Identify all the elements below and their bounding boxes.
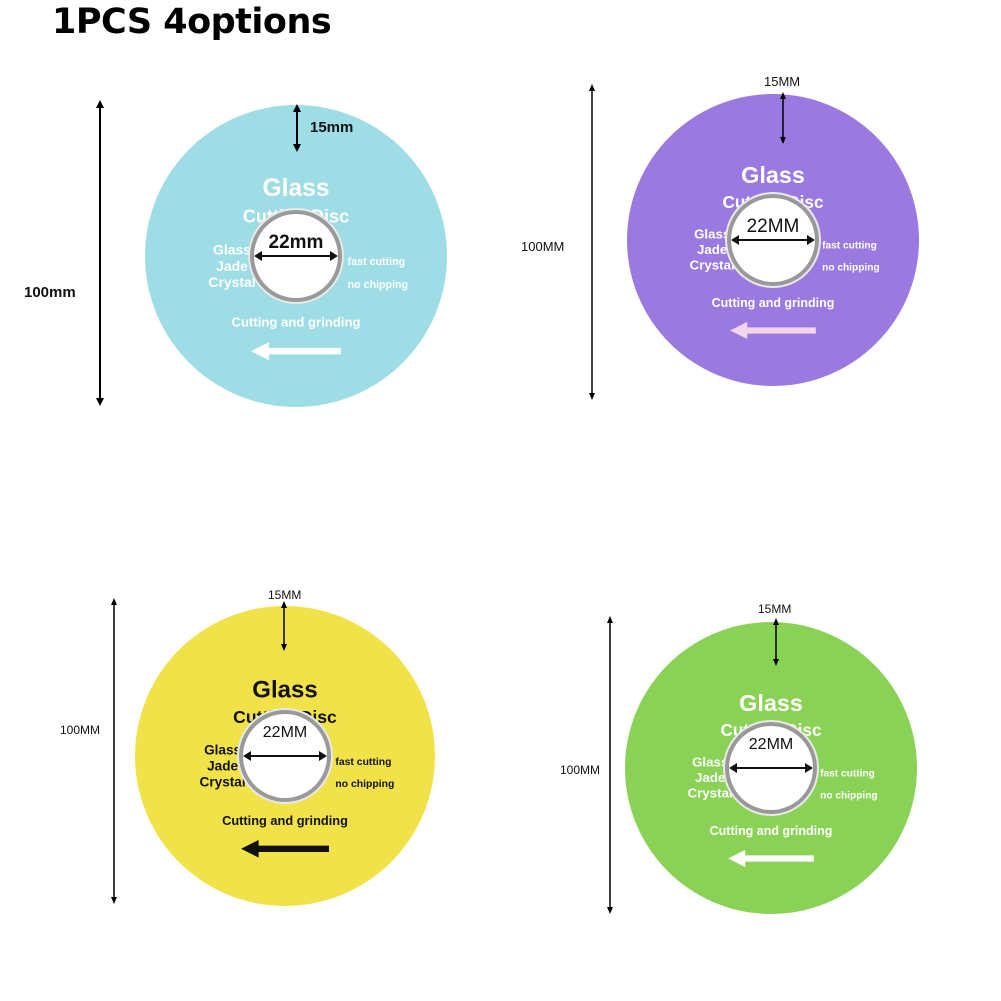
center-bore: 22MM bbox=[725, 722, 817, 814]
bore-size-label: 22MM bbox=[748, 736, 794, 753]
glass-heading: Glass bbox=[739, 690, 803, 717]
diameter-dimension-arrow-icon bbox=[96, 100, 104, 406]
cutting-grinding-text: Cutting and grinding bbox=[709, 824, 833, 839]
width-dimension-arrow-icon bbox=[773, 618, 779, 666]
bore-dimension-arrow-icon bbox=[243, 751, 327, 761]
material-crystal: Crystal bbox=[687, 785, 733, 801]
direction-arrow-icon bbox=[728, 849, 814, 868]
width-dimension-arrow-icon bbox=[780, 92, 786, 144]
bore-dimension-arrow-icon bbox=[731, 235, 815, 245]
width-dimension-arrow-icon bbox=[293, 104, 301, 152]
material-crystal: Crystal bbox=[199, 774, 246, 790]
glass-heading: Glass bbox=[252, 676, 318, 704]
glass-heading: Glass bbox=[262, 174, 330, 202]
feature-no-chipping: no chipping bbox=[335, 777, 395, 790]
materials-list: Glass Jade Crystal bbox=[195, 242, 269, 291]
center-bore: 22mm bbox=[250, 210, 342, 302]
cutting-grinding-text: Cutting and grinding bbox=[222, 814, 348, 828]
diameter-dimension-arrow-icon bbox=[111, 598, 117, 904]
cutting-disc-image[interactable]: Glass Cutting Disc Glass Jade Crystal fa… bbox=[625, 622, 917, 914]
diameter-label: 100MM bbox=[521, 239, 565, 254]
bore-size-label: 22mm bbox=[268, 232, 324, 253]
bore-size-label: 22MM bbox=[262, 724, 308, 741]
materials-list: Glass Jade Crystal bbox=[677, 227, 747, 274]
direction-arrow-icon bbox=[730, 321, 816, 340]
diameter-label: 100MM bbox=[60, 723, 101, 737]
material-jade: Jade bbox=[697, 242, 728, 258]
width-dimension-arrow-icon bbox=[281, 601, 287, 651]
disc-label: Glass Cutting Disc Glass Jade Crystal fa… bbox=[144, 104, 447, 407]
material-jade: Jade bbox=[216, 258, 248, 275]
features-list: fast cutting no chipping bbox=[822, 235, 879, 279]
feature-no-chipping: no chipping bbox=[820, 789, 878, 801]
features-list: fast cutting no chipping bbox=[820, 763, 877, 807]
feature-fast-cutting: fast cutting bbox=[335, 755, 392, 768]
feature-fast-cutting: fast cutting bbox=[820, 767, 875, 779]
cutting-disc-image[interactable]: Glass Cutting Disc Glass Jade Crystal fa… bbox=[627, 94, 919, 386]
material-glass: Glass bbox=[692, 754, 729, 770]
diameter-label: 100MM bbox=[560, 763, 601, 777]
direction-arrow-icon bbox=[241, 840, 329, 858]
material-crystal: Crystal bbox=[208, 274, 256, 291]
width-label: 15MM bbox=[764, 74, 801, 89]
bore-dimension-arrow-icon bbox=[729, 763, 813, 773]
materials-list: Glass Jade Crystal bbox=[187, 742, 259, 790]
width-label: 15MM bbox=[268, 588, 302, 602]
material-glass: Glass bbox=[694, 226, 731, 242]
width-label: 15MM bbox=[758, 602, 792, 616]
bore-size-label: 22MM bbox=[746, 216, 800, 237]
glass-heading: Glass bbox=[741, 162, 805, 189]
material-crystal: Crystal bbox=[689, 257, 735, 273]
center-bore: 22MM bbox=[727, 194, 819, 286]
diameter-label: 100mm bbox=[24, 284, 76, 301]
cutting-grinding-text: Cutting and grinding bbox=[231, 315, 361, 330]
features-list: fast cutting no chipping bbox=[335, 750, 394, 795]
page-title: 1PCS 4options bbox=[52, 2, 332, 42]
cutting-grinding-text: Cutting and grinding bbox=[711, 296, 835, 311]
cutting-disc-image[interactable]: Glass Cutting Disc Glass Jade Crystal fa… bbox=[135, 606, 435, 906]
features-list: fast cutting no chipping bbox=[348, 250, 408, 296]
diameter-dimension-arrow-icon bbox=[589, 84, 595, 400]
feature-no-chipping: no chipping bbox=[822, 261, 880, 273]
direction-arrow-icon bbox=[250, 342, 342, 361]
feature-no-chipping: no chipping bbox=[347, 278, 409, 291]
material-jade: Jade bbox=[207, 758, 239, 774]
material-jade: Jade bbox=[695, 770, 726, 786]
materials-list: Glass Jade Crystal bbox=[675, 755, 745, 802]
bore-dimension-arrow-icon bbox=[254, 251, 338, 261]
feature-fast-cutting: fast cutting bbox=[822, 239, 877, 251]
center-bore: 22MM bbox=[239, 710, 331, 802]
cutting-disc-image[interactable]: Glass Cutting Disc Glass Jade Crystal fa… bbox=[145, 105, 447, 407]
feature-fast-cutting: fast cutting bbox=[347, 255, 406, 268]
material-glass: Glass bbox=[213, 242, 252, 258]
material-glass: Glass bbox=[204, 742, 242, 758]
diameter-dimension-arrow-icon bbox=[607, 616, 613, 914]
width-label: 15mm bbox=[310, 119, 354, 136]
